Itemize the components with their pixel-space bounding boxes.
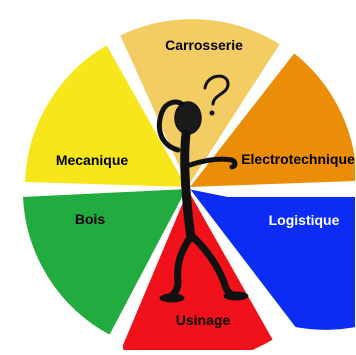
sector-mecanique <box>22 42 190 190</box>
figure-head <box>174 101 202 135</box>
sector-bois <box>20 186 190 338</box>
wheel-sectors <box>20 17 356 355</box>
sector-label-usinage: Usinage <box>176 312 231 328</box>
sector-label-bois: Bois <box>75 211 106 227</box>
sector-label-mecanique: Mecanique <box>56 152 129 168</box>
sector-label-logistique: Logistique <box>269 212 340 228</box>
wheel-labels: Carrosserie Electrotechnique Logistique … <box>56 37 355 328</box>
thinking-person-question-mark-icon <box>156 74 249 303</box>
sector-label-electrotechnique: Electrotechnique <box>241 151 355 167</box>
figure-body <box>180 129 196 243</box>
sector-carrosserie <box>117 17 283 191</box>
sector-label-carrosserie: Carrosserie <box>165 37 243 53</box>
sector-logistique <box>185 186 356 332</box>
question-mark-icon <box>203 74 230 106</box>
